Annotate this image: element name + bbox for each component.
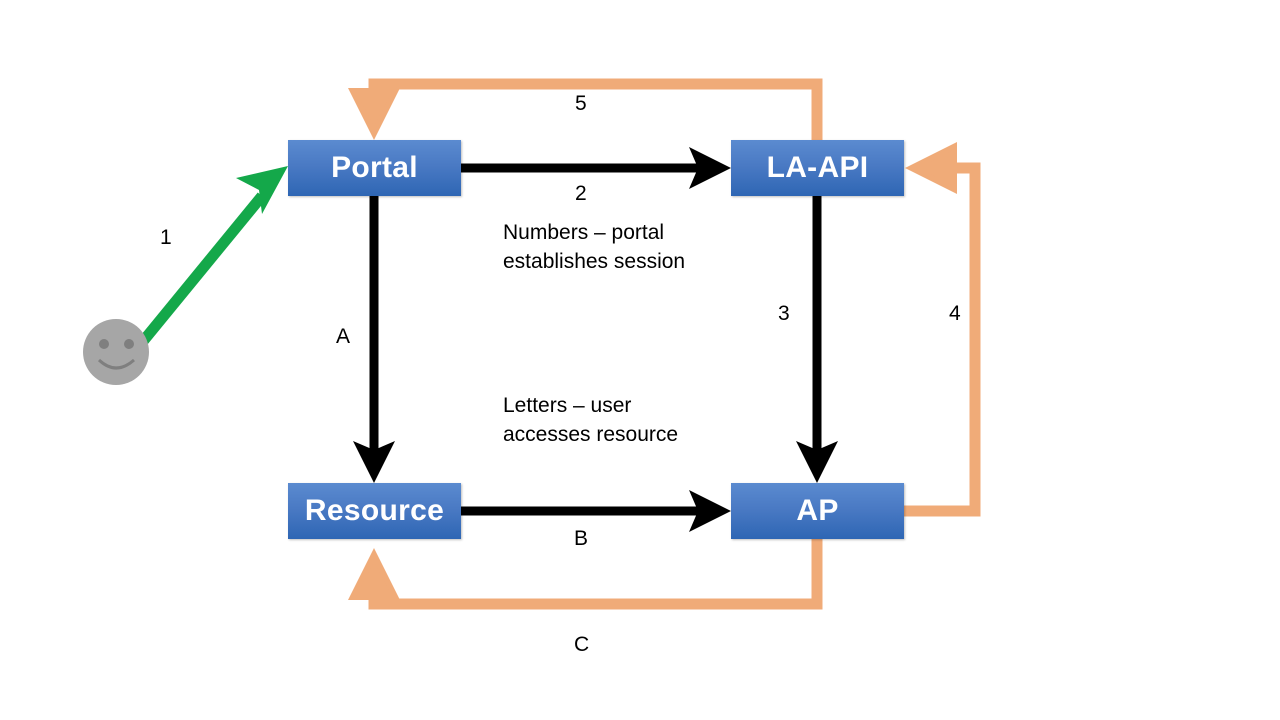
connector-B-resource-to-ap <box>461 490 731 532</box>
edge-label-2: 2 <box>575 182 587 205</box>
edge-label-B: B <box>574 527 589 550</box>
connector-A-portal-to-resource <box>353 196 395 483</box>
edge-label-A: A <box>336 325 351 348</box>
node-resource-label: Resource <box>304 494 445 527</box>
connector-5-la-api-to-portal <box>348 78 823 140</box>
edge-label-3: 3 <box>778 302 790 325</box>
node-ap-label: AP <box>796 494 839 527</box>
node-portal[interactable]: Portal <box>288 140 461 196</box>
node-la-api[interactable]: LA-API <box>731 140 904 196</box>
edge-label-C: C <box>574 633 590 656</box>
note-numbers: Numbers – portal establishes session <box>503 221 686 273</box>
connector-C-ap-to-resource <box>348 539 823 610</box>
edge-label-5: 5 <box>575 92 587 115</box>
node-portal-label: Portal <box>331 151 418 184</box>
edge-label-4: 4 <box>949 302 961 325</box>
connector-2-portal-to-la-api <box>461 147 731 189</box>
note-letters: Letters – user accesses resource <box>503 394 679 446</box>
node-resource[interactable]: Resource <box>288 483 461 539</box>
edge-label-1: 1 <box>160 226 172 249</box>
connector-3-la-api-to-ap <box>796 196 838 483</box>
avatar-smiley-face-icon <box>83 319 149 385</box>
connector-4-ap-to-la-api <box>903 142 981 517</box>
connector-1-user-to-portal <box>121 166 288 366</box>
node-ap[interactable]: AP <box>731 483 904 539</box>
node-la-api-label: LA-API <box>766 151 869 184</box>
